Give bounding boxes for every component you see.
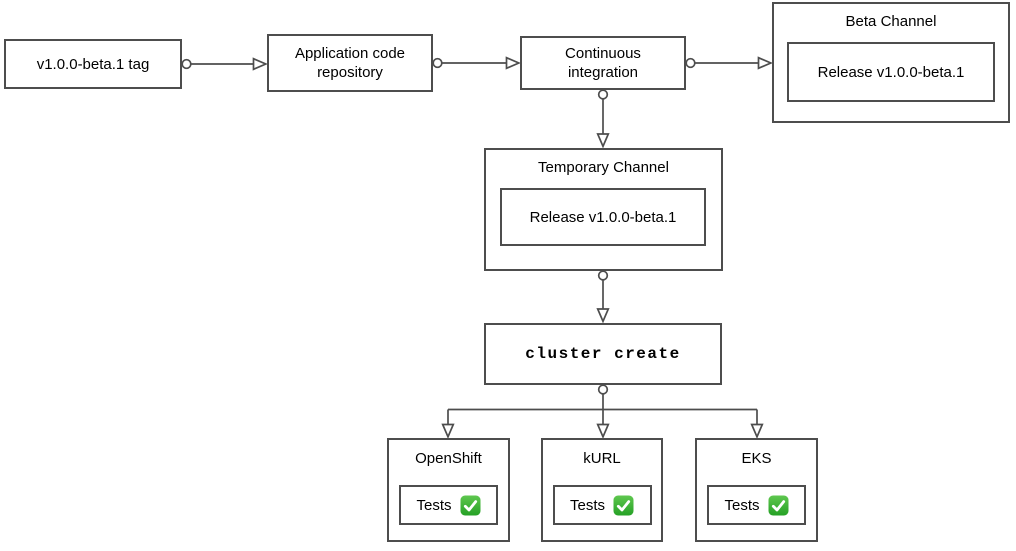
beta-channel-title: Beta Channel	[845, 13, 937, 30]
temporary-channel-box: Temporary Channel Release v1.0.0-beta.1	[484, 148, 723, 271]
eks-cluster-box: EKS Tests	[695, 438, 818, 542]
connection-source-dot	[597, 270, 609, 281]
connector-temporary-channel-to-cluster-create	[596, 270, 610, 324]
openshift-cluster-box: OpenShift Tests	[387, 438, 510, 542]
kurl-tests-box: Tests	[552, 485, 652, 525]
arrowhead-icon	[596, 308, 610, 324]
openshift-title: OpenShift	[415, 450, 482, 467]
check-mark-button-icon	[613, 495, 634, 515]
beta-channel-release-box: Release v1.0.0-beta.1	[787, 42, 995, 102]
cluster-create-command-label: cluster create	[525, 344, 681, 363]
continuous-integration-label: Continuous integration	[565, 45, 641, 81]
connector-repo-to-ci	[432, 56, 521, 70]
connector-ci-to-beta-channel	[685, 56, 773, 70]
kurl-tests-label: Tests	[569, 496, 605, 514]
arrowhead-icon	[757, 56, 773, 70]
temporary-channel-release-box: Release v1.0.0-beta.1	[500, 188, 706, 246]
version-tag-label: v1.0.0-beta.1 tag	[36, 55, 150, 73]
arrowhead-icon	[750, 423, 764, 439]
version-tag-box: v1.0.0-beta.1 tag	[4, 39, 182, 89]
cluster-create-command-box: cluster create	[484, 323, 722, 385]
kurl-title: kURL	[583, 450, 621, 467]
arrowhead-icon	[441, 423, 455, 439]
kurl-cluster-box: kURL Tests	[541, 438, 663, 542]
connector-tag-to-repo	[181, 57, 268, 71]
openshift-tests-label: Tests	[416, 496, 452, 514]
continuous-integration-box: Continuous integration	[520, 36, 686, 90]
eks-tests-label: Tests	[724, 496, 760, 514]
connection-source-dot	[432, 57, 443, 69]
temporary-channel-release-label: Release v1.0.0-beta.1	[529, 208, 677, 226]
beta-channel-box: Beta Channel Release v1.0.0-beta.1	[772, 2, 1010, 123]
connection-source-dot	[181, 58, 192, 70]
connector-ci-to-temporary-channel	[596, 89, 610, 149]
arrowhead-icon	[252, 57, 268, 71]
eks-title: EKS	[741, 450, 772, 467]
beta-channel-release-label: Release v1.0.0-beta.1	[817, 63, 965, 81]
connection-source-dot	[597, 89, 609, 100]
connection-source-dot	[685, 57, 696, 69]
check-mark-button-icon	[768, 495, 788, 515]
application-code-repository-label: Application code repository	[294, 45, 406, 81]
connector-cluster-create-to-clusters	[441, 384, 764, 439]
temporary-channel-title: Temporary Channel	[538, 159, 669, 176]
connection-source-dot	[597, 384, 609, 395]
application-code-repository-box: Application code repository	[267, 34, 433, 92]
arrowhead-icon	[596, 423, 610, 439]
openshift-tests-box: Tests	[399, 485, 498, 525]
eks-tests-box: Tests	[707, 485, 806, 525]
check-mark-button-icon	[460, 495, 480, 515]
arrowhead-icon	[505, 56, 521, 70]
arrowhead-icon	[596, 133, 610, 149]
